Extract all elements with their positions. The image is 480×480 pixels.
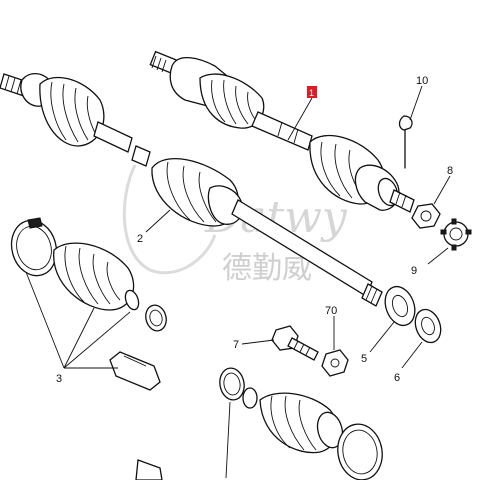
watermark-chinese: 德勤威	[222, 251, 312, 286]
label-2: 2	[137, 233, 143, 245]
label-5: 5	[361, 353, 367, 365]
label-9: 9	[411, 265, 417, 277]
cotter-pin-10	[398, 115, 413, 169]
label-10: 10	[416, 75, 428, 87]
leader-lines	[25, 85, 451, 479]
label-70: 70	[325, 305, 337, 317]
label-7: 7	[233, 339, 239, 351]
seal-6	[414, 308, 442, 344]
nut-70	[321, 349, 349, 377]
label-6: 6	[394, 372, 400, 384]
callout-labels: 1 2 3 5 6 7 8 9 10 70	[56, 75, 453, 385]
boot-kit-3	[10, 217, 167, 391]
hub-nut-8	[411, 203, 441, 229]
drive-shaft-upper	[149, 50, 415, 213]
bolt-7	[271, 325, 319, 361]
label-3: 3	[56, 373, 62, 385]
bearing-5	[384, 285, 416, 327]
label-1: 1	[309, 88, 314, 98]
drive-shaft-lower	[0, 73, 383, 307]
boot-kit-lower	[135, 367, 383, 480]
label-8: 8	[447, 165, 453, 177]
castle-nut-9	[440, 218, 472, 251]
highlight-box	[307, 86, 317, 98]
